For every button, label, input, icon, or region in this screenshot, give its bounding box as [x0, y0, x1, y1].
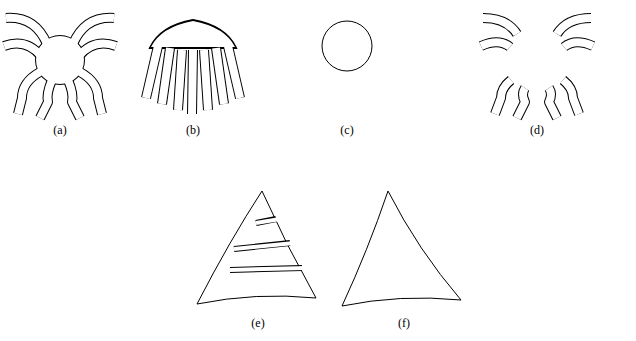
panel-label: (f) — [398, 317, 410, 329]
triangle-shape — [342, 191, 461, 306]
legs-shape — [481, 18, 593, 118]
jellyfish-shape — [146, 20, 240, 114]
panel-label: (b) — [186, 124, 200, 136]
panel-label: (e) — [251, 317, 264, 329]
panel-label: (c) — [340, 124, 353, 136]
slit-triangle-shape — [197, 191, 316, 304]
circle-shape — [322, 21, 372, 71]
panel-label: (a) — [53, 124, 66, 136]
spider-shape — [4, 18, 116, 118]
panel-label: (d) — [530, 124, 544, 136]
